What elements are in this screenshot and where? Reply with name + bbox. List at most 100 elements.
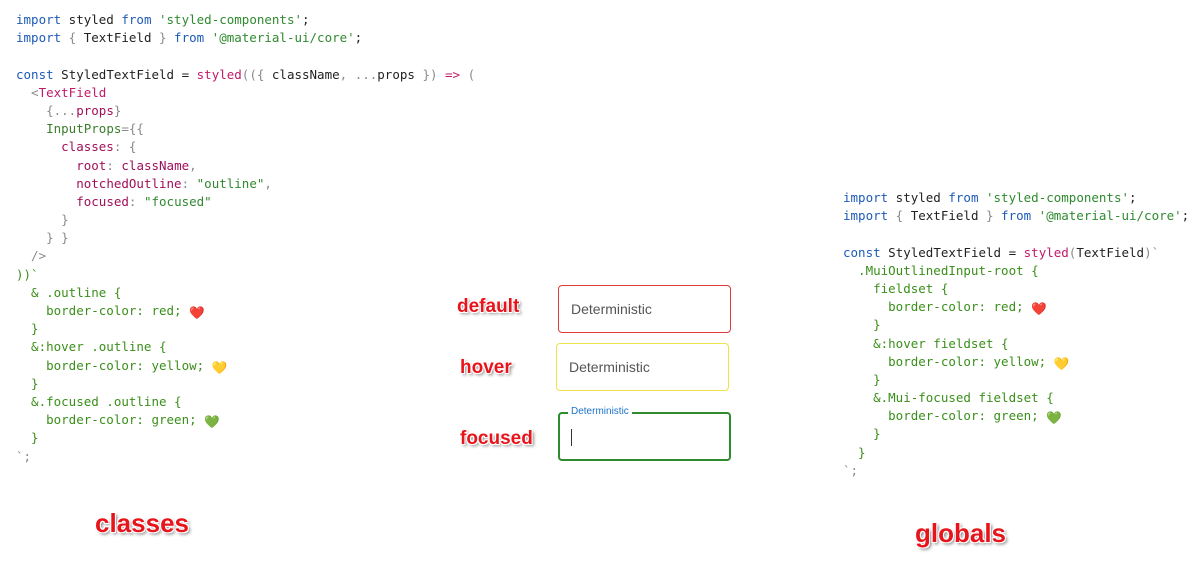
code-token: TextField [910,208,979,224]
code-line: {...props} [16,102,475,120]
code-token: styled [61,12,122,27]
code-token: 'styled-components' [151,12,302,27]
code-token: )` [1144,244,1160,260]
code-line: } [16,321,39,337]
code-token [16,158,76,173]
code-line: const StyledTextField = styled(TextField… [843,244,1189,262]
code-token: ( [1068,244,1077,260]
code-token: const [16,66,54,82]
code-token: {... [16,102,77,118]
code-token [16,139,61,154]
code-token: StyledTextField = [880,244,1024,260]
globals-code-block: import styled from 'styled-components'; … [843,189,1189,480]
code-line: .MuiOutlinedInput-root { [843,262,1039,278]
code-token: TextField [38,84,107,100]
state-label-default: default [457,296,520,317]
code-line: focused: "focused" [16,193,475,211]
code-line: root: className, [16,157,475,175]
code-token: , [189,157,197,173]
code-line: border-color: green; 💚 [16,411,475,429]
code-line: } } [16,230,69,246]
code-line: } [16,212,69,228]
code-line: <TextField [16,84,475,102]
code-token: notchedOutline [76,175,182,191]
code-token: ={{ [121,121,144,137]
code-line: import { TextField } from '@material-ui/… [16,29,475,47]
code-line: &.Mui-focused fieldset { [843,390,1054,406]
code-line: import styled from 'styled-components'; [843,189,1189,207]
code-token: '@material-ui/core' [204,30,355,46]
code-line [16,47,475,65]
code-token: { [888,208,911,224]
code-token: } [978,208,1002,224]
red-heart-icon: ❤️ [189,305,205,320]
code-token: className [271,66,340,82]
code-token: border-color: red; [16,303,190,318]
code-token: : [181,175,197,191]
code-token: ; [354,30,363,46]
code-token: "focused" [143,193,212,209]
code-token: from [121,12,152,27]
code-token: import [16,12,62,27]
code-token: : { [113,139,137,155]
code-token: import [843,208,889,224]
code-token: styled [888,190,949,205]
textfield-placeholder: Deterministic [569,359,650,375]
textfield-hover[interactable]: Deterministic [556,343,729,391]
code-token: border-color: yellow; [16,357,212,373]
state-label-hover: hover [460,357,512,378]
code-line: `; [843,462,859,478]
code-token: "outline" [196,175,265,191]
code-line: /> [16,248,47,264]
code-line: InputProps={{ [16,120,475,138]
code-line: border-color: yellow; 💛 [843,353,1189,371]
section-label-globals: globals [915,518,1007,548]
green-heart-icon: 💚 [1046,410,1062,426]
code-line: import styled from 'styled-components'; [16,11,475,29]
code-line [843,225,1189,243]
green-heart-icon: 💚 [204,414,220,430]
code-token: props [377,66,415,82]
code-line: } [843,444,866,460]
code-token: from [948,190,979,205]
code-token: ; [1181,208,1190,224]
code-line: & .outline { [16,284,122,300]
textfield-floating-label: Deterministic [568,406,632,417]
code-token: styled [1023,244,1069,260]
code-token: ; [302,12,310,27]
code-token: classes [61,139,114,155]
code-line: } [843,426,881,442]
code-line: border-color: green; 💚 [843,407,1189,425]
textfield-placeholder: Deterministic [571,301,652,317]
code-line: import { TextField } from '@material-ui/… [843,207,1189,225]
code-line: border-color: red; ❤️ [16,302,475,320]
text-caret [571,429,572,446]
code-token [16,176,76,191]
code-token: import [16,30,62,46]
code-token: focused [76,193,129,209]
code-line: &:hover fieldset { [843,335,1009,351]
code-token: from [1001,208,1032,224]
code-token: < [16,84,39,100]
code-token: const [843,244,881,260]
classes-code-block: import styled from 'styled-components'; … [16,11,475,466]
yellow-heart-icon: 💛 [1053,355,1070,371]
code-line: border-color: yellow; 💛 [16,357,475,375]
code-line: } [843,317,881,333]
code-line: ))` [16,266,39,282]
state-label-focused: focused [460,428,533,449]
code-token: , [264,175,272,191]
code-token: props [76,102,114,118]
code-token: ; [1129,190,1137,205]
code-line: notchedOutline: "outline", [16,175,475,193]
code-token: InputProps [46,121,122,137]
code-token: import [843,190,889,205]
section-label-classes: classes [95,508,189,538]
code-line: const StyledTextField = styled(({ classN… [16,66,475,84]
code-token: => [445,66,461,82]
textfield-focused[interactable]: Deterministic [558,406,731,461]
code-token: TextField [83,30,152,46]
code-token: className [121,157,190,173]
code-line: `; [16,448,32,464]
textfield-default[interactable]: Deterministic [558,285,731,333]
